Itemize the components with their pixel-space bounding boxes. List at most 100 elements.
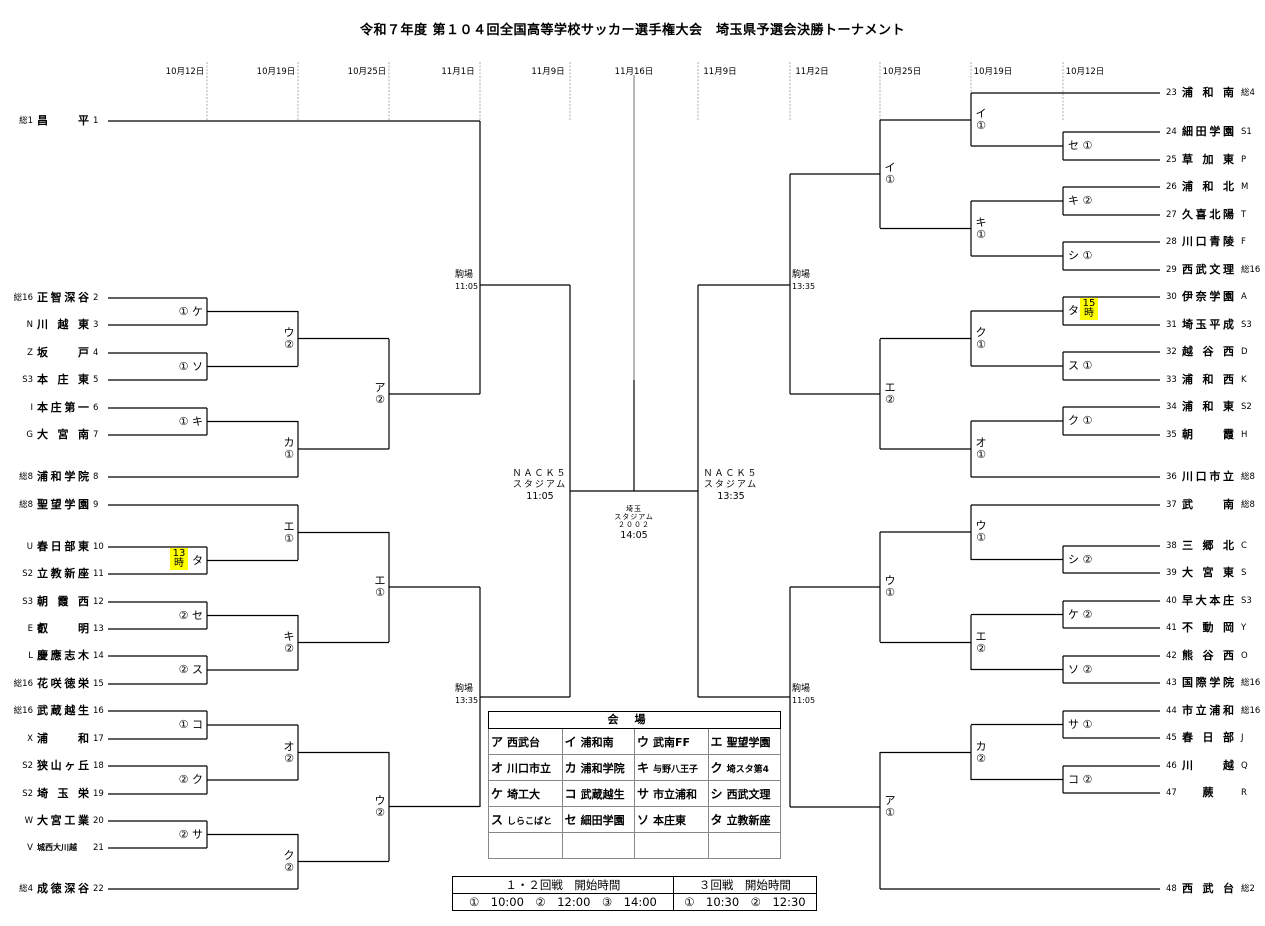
team-name: 埼玉平成	[1182, 318, 1234, 331]
venue-cell: ウ武南FF	[633, 728, 709, 755]
team-number: 11	[93, 569, 104, 579]
round1-label: ① ソ	[178, 359, 203, 373]
team-name: 川口市立	[1182, 470, 1234, 483]
venue-cell-empty	[633, 832, 709, 859]
venue-cell-empty	[707, 832, 782, 859]
round3-label-slot: ②	[885, 393, 895, 406]
venue-name: 武蔵越生	[580, 788, 625, 801]
team-number: 28	[1166, 237, 1177, 247]
round2-label-slot: ①	[976, 337, 986, 351]
venue-code: タ	[710, 813, 723, 827]
venue-code: イ	[564, 735, 577, 749]
team-name: 武 南	[1182, 498, 1234, 511]
team-seed: Y	[1241, 623, 1247, 633]
round3-label-venue: ア	[374, 381, 386, 394]
team-seed: S3	[1241, 596, 1252, 606]
team-seed: N	[26, 320, 33, 330]
team-name: 武蔵越生	[37, 704, 89, 717]
team-number: 13	[93, 624, 104, 634]
team-seed: S3	[1241, 320, 1252, 330]
team-number: 12	[93, 597, 104, 607]
venue-table-header: 会場	[488, 711, 781, 729]
team-name: 浦和北	[1182, 180, 1234, 193]
round3-label-slot: ①	[375, 586, 385, 599]
team-seed: O	[1241, 651, 1248, 661]
venue-row: オ川口市立カ浦和学院キ与野八王子ク埼スタ第4	[488, 754, 782, 781]
venue-name: 立教新座	[726, 814, 771, 827]
round2-label-slot: ②	[976, 751, 986, 765]
venue-cell: ケ埼工大	[488, 780, 563, 807]
team-seed: 総8	[19, 472, 33, 482]
venue-label: 駒場	[792, 270, 811, 280]
venue-cell: サ市立浦和	[633, 780, 709, 807]
round12-header: １・２回戦 開始時間	[452, 876, 674, 894]
team-number: 3	[93, 320, 99, 330]
team-name: 埼玉栄	[37, 787, 89, 800]
venue-code: ク	[710, 761, 723, 775]
team-name: 昌 平	[37, 114, 89, 127]
round2-label-slot: ①	[976, 119, 986, 132]
venue-code: ア	[491, 735, 504, 749]
round2-label-slot: ①	[976, 448, 986, 461]
venue-cell: オ川口市立	[488, 754, 563, 781]
round3-label-venue: イ	[884, 161, 896, 174]
team-name: 早大本庄	[1182, 594, 1234, 607]
round1-label: タ	[192, 553, 203, 567]
venue-cell: イ浦和南	[561, 728, 635, 755]
team-seed: I	[30, 403, 33, 413]
date-label: 11月2日	[795, 67, 829, 77]
team-name: 城西大川越	[37, 843, 77, 852]
time-highlight: 15時	[1080, 298, 1098, 320]
team-number: 45	[1166, 733, 1177, 743]
team-seed: 総16	[1241, 706, 1261, 716]
round1-label: ク ①	[1068, 414, 1093, 427]
round3-label-venue: ウ	[374, 793, 386, 807]
team-name: 春日部東	[37, 540, 89, 553]
venue-cell-empty	[488, 832, 563, 859]
venue-code: ケ	[491, 787, 504, 801]
team-number: 39	[1166, 568, 1177, 578]
team-number: 33	[1166, 375, 1177, 385]
round2-label-venue: カ	[283, 436, 295, 449]
venue-cell: エ聖望学園	[707, 728, 782, 755]
team-name: 花咲徳栄	[37, 677, 89, 690]
team-name: 聖望学園	[37, 498, 89, 511]
team-name: 市立浦和	[1182, 704, 1234, 717]
venue-line: 埼玉	[626, 505, 642, 513]
venue-line: スタジアム	[512, 480, 568, 490]
round12-times: ① 10:00 ② 12:00 ③ 14:00	[452, 893, 674, 911]
venue-cell: ク埼スタ第4	[707, 754, 782, 781]
team-name: 朝霞西	[37, 595, 89, 608]
team-seed: V	[27, 843, 33, 853]
team-seed: 総8	[19, 500, 33, 510]
team-name: 浦和南	[1182, 86, 1234, 99]
team-number: 24	[1166, 127, 1177, 137]
venue-code: カ	[564, 761, 577, 775]
team-seed: L	[28, 651, 33, 661]
team-number: 46	[1166, 761, 1177, 771]
venue-name: 武南FF	[653, 736, 691, 749]
venue-name: 西武文理	[726, 788, 771, 801]
round2-label-venue: ウ	[975, 519, 987, 532]
date-label: 11月16日	[614, 67, 654, 77]
venue-row: スしらこばとセ細田学園ソ本庄東タ立教新座	[488, 806, 782, 833]
round2-label-venue: ク	[975, 325, 987, 339]
team-name: 熊谷西	[1182, 649, 1234, 662]
